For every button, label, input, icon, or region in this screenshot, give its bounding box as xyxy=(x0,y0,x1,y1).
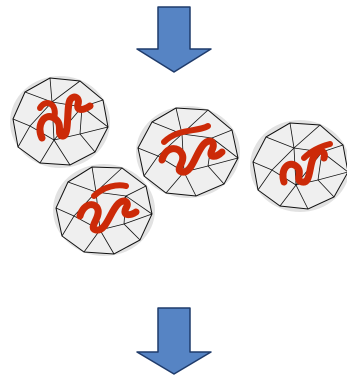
virion-3-icon xyxy=(136,106,240,198)
virion-2-icon xyxy=(53,164,155,256)
virion-4-icon xyxy=(250,120,347,212)
virion-1-icon xyxy=(10,76,110,168)
top-down-arrow-icon xyxy=(136,6,212,73)
bottom-down-arrow-icon xyxy=(136,307,212,375)
